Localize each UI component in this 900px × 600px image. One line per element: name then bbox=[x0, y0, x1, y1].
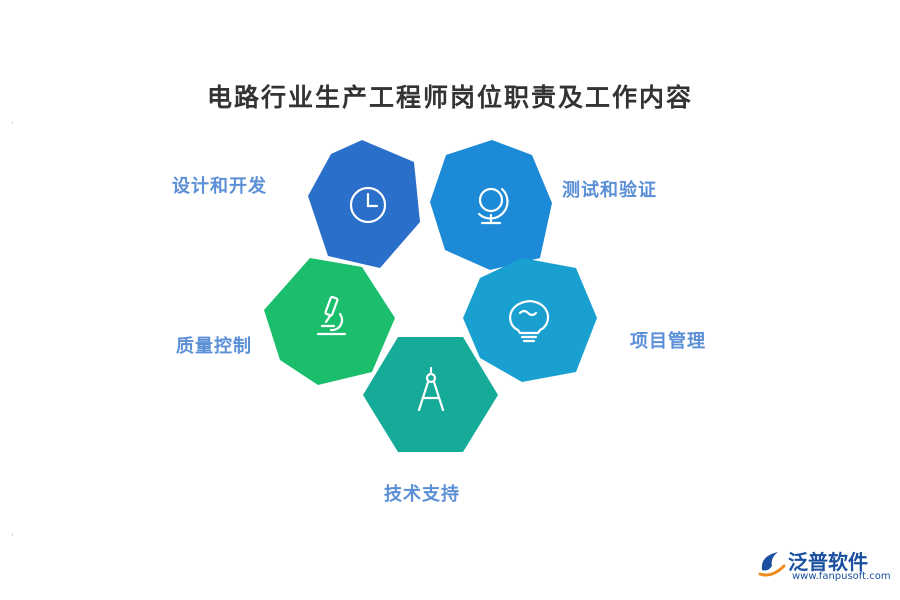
logo-mark-icon bbox=[758, 552, 786, 577]
hexagon-quality-control bbox=[264, 258, 395, 385]
microscope-icon bbox=[316, 295, 347, 336]
logo-name: 泛普软件 bbox=[788, 550, 868, 574]
label-technical-support: 技术支持 bbox=[384, 484, 460, 505]
label-design-development: 设计和开发 bbox=[172, 176, 267, 197]
label-quality-control: 质量控制 bbox=[176, 336, 252, 357]
hexagon-design-shape bbox=[308, 140, 420, 268]
logo-url: www.fanpusoft.com bbox=[792, 571, 891, 582]
label-test-verification: 测试和验证 bbox=[562, 180, 657, 201]
hexagon-test-shape bbox=[430, 140, 552, 270]
hexagon-design-development bbox=[308, 140, 420, 268]
hexagon-quality-shape bbox=[264, 258, 395, 385]
compass-icon bbox=[417, 366, 445, 412]
diagram-title: 电路行业生产工程师岗位职责及工作内容 bbox=[206, 83, 693, 112]
hexagon-test-verification bbox=[430, 140, 552, 270]
globe-icon bbox=[477, 187, 509, 225]
hexagon-project-management bbox=[463, 258, 597, 382]
lightbulb-icon bbox=[509, 299, 550, 343]
edge-tick-top bbox=[12, 121, 13, 124]
clock-icon bbox=[349, 186, 387, 224]
label-project-management: 项目管理 bbox=[630, 331, 706, 352]
edge-tick-bottom bbox=[12, 533, 13, 536]
hexagon-project-shape bbox=[463, 258, 597, 382]
hexagon-technical-support bbox=[363, 337, 498, 452]
brand-logo: 泛普软件 www.fanpusoft.com bbox=[756, 546, 891, 582]
hexagon-support-shape bbox=[363, 337, 498, 452]
